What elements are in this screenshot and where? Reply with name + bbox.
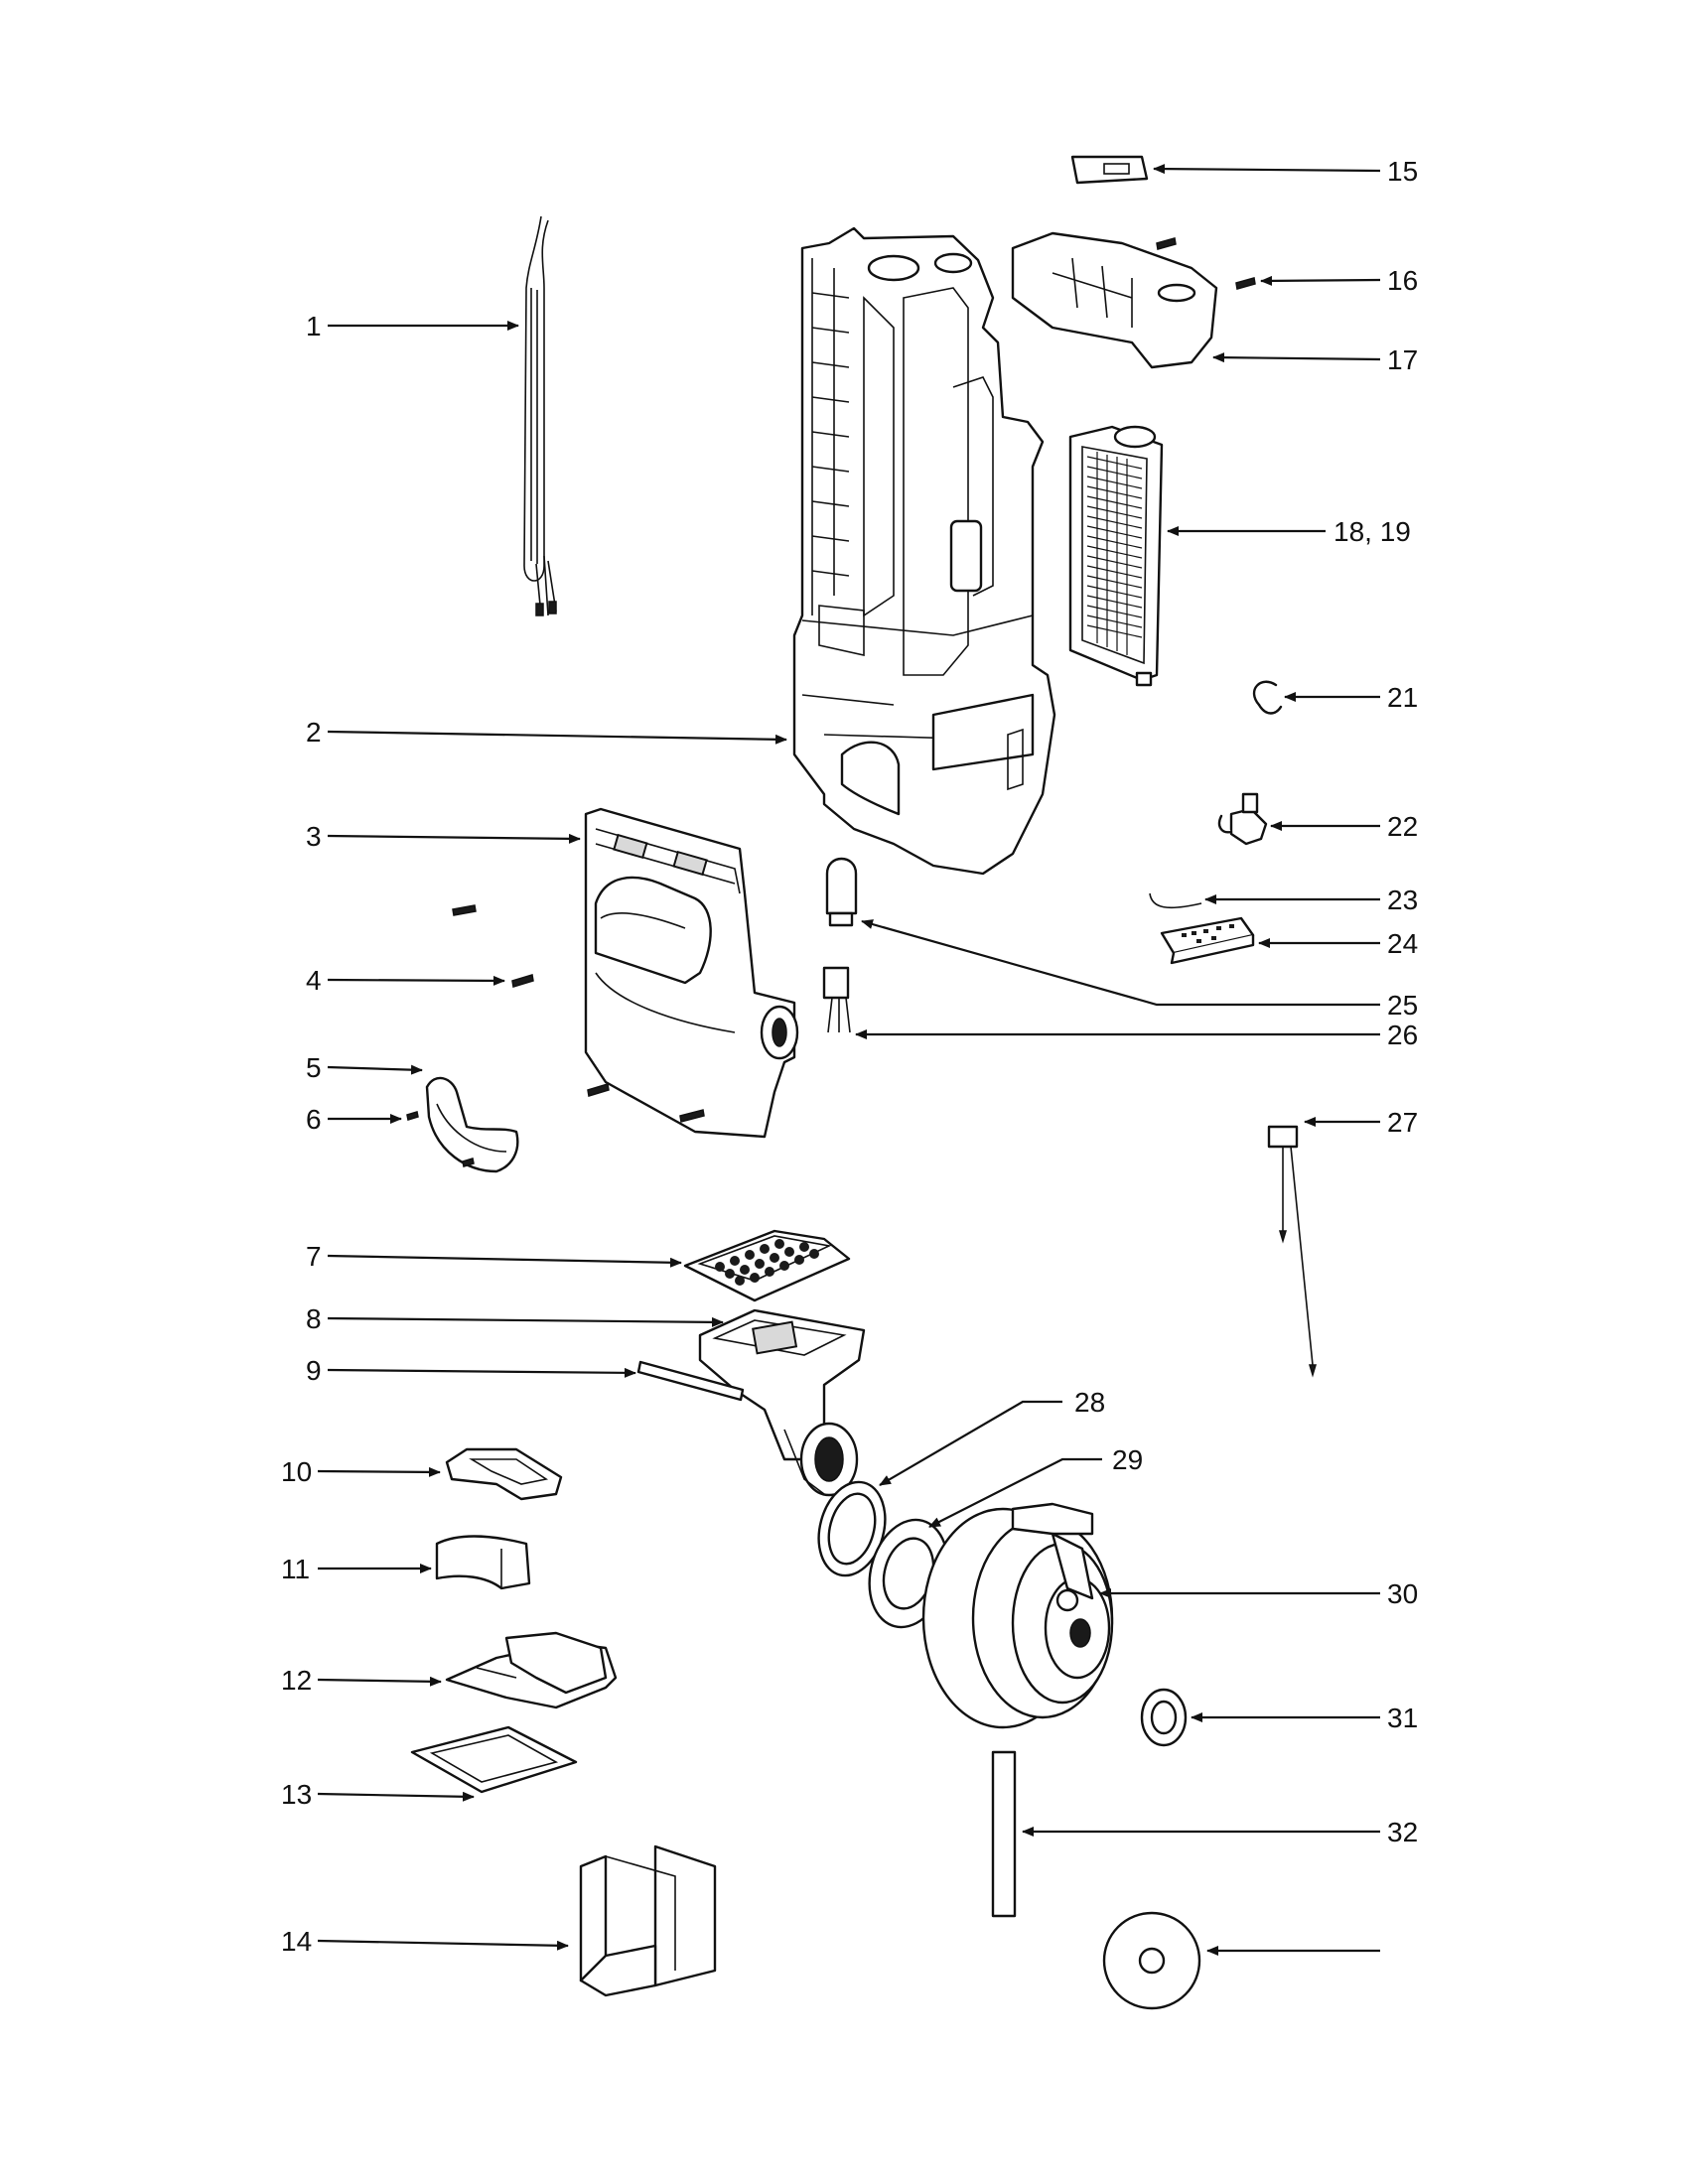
part-20-c-clip	[1252, 680, 1283, 715]
part-21-switch	[1217, 792, 1268, 846]
callout-4: 4	[306, 965, 322, 996]
part-3-front-cover	[584, 807, 799, 1139]
part-7-filter-screen	[683, 1229, 851, 1302]
part-31-strip	[991, 1750, 1017, 1918]
part-5-trim-piece	[425, 1076, 519, 1173]
callout-10: 10	[281, 1456, 312, 1487]
callout-17: 17	[1387, 344, 1418, 375]
callout-9: 9	[306, 1355, 322, 1386]
part-1-power-cord	[523, 215, 557, 616]
leader-13	[317, 1791, 475, 1802]
part-14-bracket	[579, 1844, 717, 1997]
part-17-top-handle	[1011, 231, 1218, 369]
part-27-seal-ring	[817, 1480, 887, 1577]
part-4-screws	[452, 904, 705, 1123]
callout-18-19: 18, 19	[1333, 516, 1411, 547]
callout-25: 26	[1387, 1020, 1418, 1050]
leader-7	[327, 1254, 682, 1268]
leader-14	[317, 1939, 569, 1951]
part-9-rod	[636, 1360, 745, 1402]
part-24-light-bulb	[825, 857, 858, 927]
leader-4	[327, 975, 505, 986]
leader-27	[879, 1400, 1062, 1486]
part-16-screws	[1156, 237, 1256, 290]
callout-23: 24	[1387, 928, 1418, 959]
callout-26: 27	[1387, 1107, 1418, 1138]
callout-1: 1	[306, 311, 322, 341]
leader-3	[327, 833, 581, 844]
leader-15	[1153, 164, 1381, 175]
callout-6: 6	[306, 1104, 322, 1135]
leader-28	[928, 1457, 1102, 1528]
leader-8	[327, 1316, 724, 1327]
leader-17	[1212, 352, 1381, 363]
callout-15: 15	[1387, 156, 1418, 187]
part-29-motor	[921, 1502, 1114, 1729]
part-6-small-screws	[406, 1111, 475, 1167]
part-26-long-rod	[1267, 1125, 1318, 1378]
leader-9	[327, 1367, 636, 1378]
callout-5: 5	[306, 1052, 322, 1083]
callout-29: 30	[1387, 1578, 1418, 1609]
callout-2: 2	[306, 717, 322, 748]
part-18-19-hepa-filter	[1068, 425, 1164, 687]
callout-16: 16	[1387, 265, 1418, 296]
leader-24	[861, 919, 1380, 1007]
callout-27: 28	[1074, 1387, 1105, 1418]
callout-22: 23	[1387, 885, 1418, 915]
callout-layer: 1 2 3 4 5 6 7 8 9 10 11 12 13	[281, 156, 1418, 1957]
leader-12	[317, 1676, 442, 1687]
part-30-nut	[1140, 1688, 1188, 1747]
part-22-spring	[1149, 892, 1202, 909]
callout-8: 8	[306, 1303, 322, 1334]
leader-16	[1260, 275, 1381, 286]
callout-21: 22	[1387, 811, 1418, 842]
part-13-gasket	[410, 1725, 578, 1794]
callout-11: 11	[281, 1554, 310, 1584]
part-15-clip	[1070, 155, 1149, 185]
part-11-foam-block	[435, 1535, 531, 1590]
part-8-filter-housing	[698, 1308, 866, 1497]
part-23-circuit-board	[1160, 916, 1255, 965]
part-32-disc	[1102, 1911, 1201, 2010]
callout-14: 14	[281, 1926, 312, 1957]
callout-3: 3	[306, 821, 322, 852]
part-28-washer	[868, 1518, 949, 1629]
leader-10	[317, 1466, 441, 1477]
leader-5	[327, 1064, 423, 1075]
leader-2	[327, 730, 787, 745]
part-25-bulb-socket	[822, 966, 851, 1033]
callout-30: 31	[1387, 1703, 1418, 1733]
callout-12: 12	[281, 1665, 312, 1696]
callout-28: 29	[1112, 1444, 1143, 1475]
callout-31: 32	[1387, 1817, 1418, 1847]
part-2-main-housing	[792, 226, 1056, 876]
part-12-base-plate	[445, 1631, 618, 1709]
callout-7: 7	[306, 1241, 322, 1272]
callout-13: 13	[281, 1779, 312, 1810]
part-10-tray	[445, 1447, 563, 1501]
callout-20: 21	[1387, 682, 1418, 713]
callout-24: 25	[1387, 990, 1418, 1021]
